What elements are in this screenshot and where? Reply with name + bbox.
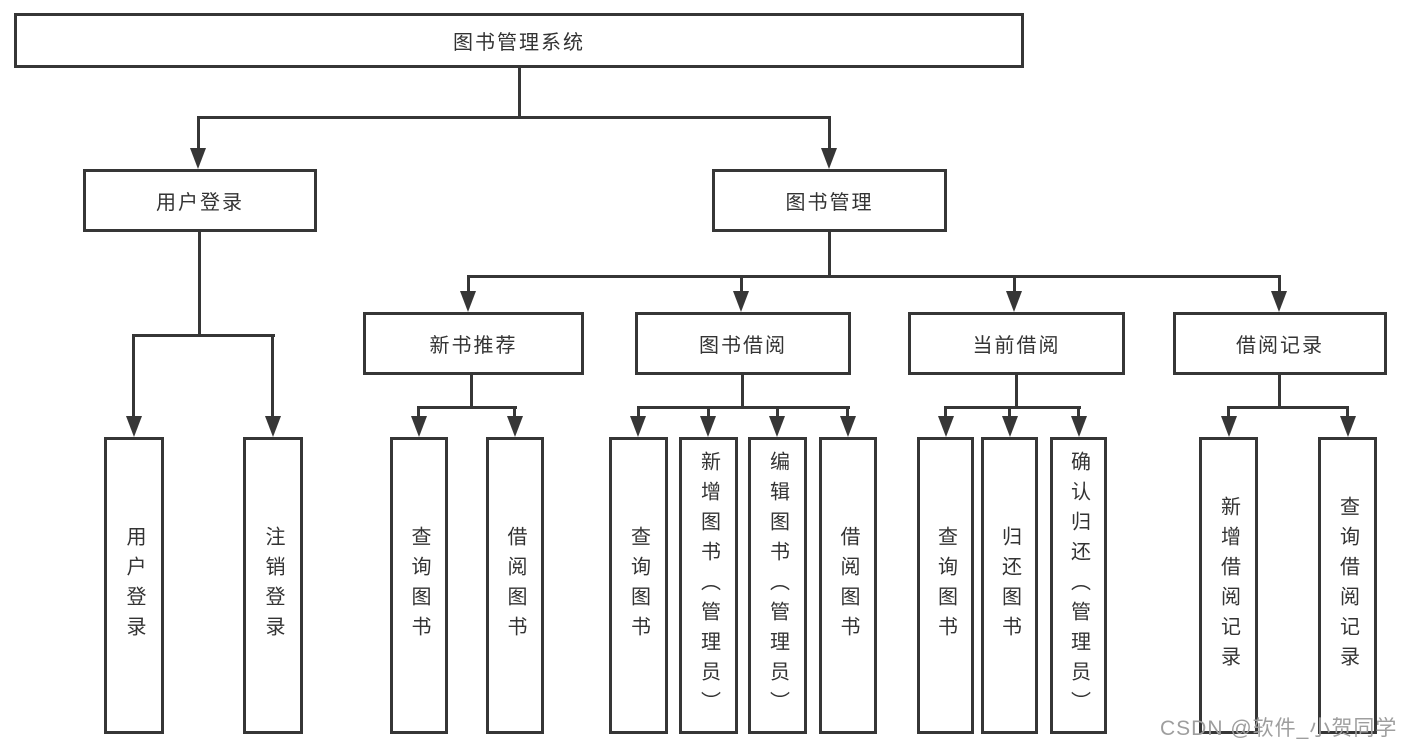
edge-drop-br-add [1227,406,1230,419]
edge-drop-current-borrow [1013,275,1016,295]
node-borrow-records: 借阅记录 [1173,312,1387,375]
node-book-management: 图书管理 [712,169,947,232]
leaf-cb-confirm-return-admin: 确认归还（管理员） [1050,437,1107,734]
arrow-down-icon [507,416,523,437]
arrow-down-icon [126,416,142,437]
edge-drop-leaf-login [132,334,135,418]
arrow-down-icon [1006,291,1022,312]
arrow-down-icon [265,416,281,437]
edge-drop-bb-edit [776,406,779,419]
node-book-borrowing: 图书借阅 [635,312,851,375]
leaf-bb-borrow-books: 借阅图书 [819,437,877,734]
edge-drop-book-borrow [740,275,743,295]
edge-drop-new-book-rec [467,275,470,295]
arrow-down-icon [769,416,785,437]
leaf-br-query-record: 查询借阅记录 [1318,437,1377,734]
edge-level1-hbar [197,116,831,119]
edge-root-stub [518,68,521,118]
arrow-down-icon [1340,416,1356,437]
edge-drop-bb-borrow [846,406,849,419]
leaf-bb-add-books-admin: 新增图书（管理员） [679,437,738,734]
edge-group5-hbar [1227,406,1349,409]
arrow-down-icon [1071,416,1087,437]
edge-group4-hbar [944,406,1081,409]
node-user-login: 用户登录 [83,169,317,232]
node-root: 图书管理系统 [14,13,1024,68]
arrow-down-icon [190,148,206,169]
edge-drop-bb-query [637,406,640,419]
node-current-borrowing: 当前借阅 [908,312,1125,375]
edge-book-borrow-stub [741,375,744,408]
leaf-user-login: 用户登录 [104,437,164,734]
arrow-down-icon [1002,416,1018,437]
arrow-down-icon [630,416,646,437]
edge-drop-nbr-borrow [513,406,516,419]
edge-drop-cb-query [944,406,947,419]
leaf-cb-query-books: 查询图书 [917,437,974,734]
arrow-down-icon [460,291,476,312]
edge-drop-cb-confirm [1077,406,1080,419]
edge-borrow-records-stub [1278,375,1281,408]
arrow-down-icon [733,291,749,312]
edge-drop-bb-add [707,406,710,419]
edge-drop-nbr-query [417,406,420,419]
leaf-bb-edit-books-admin: 编辑图书（管理员） [748,437,807,734]
arrow-down-icon [821,148,837,169]
edge-drop-user-login [197,116,200,151]
edge-drop-br-query [1346,406,1349,419]
edge-group1-hbar [132,334,275,337]
arrow-down-icon [1271,291,1287,312]
node-new-book-recommend: 新书推荐 [363,312,584,375]
edge-new-book-rec-stub [470,375,473,408]
arrow-down-icon [840,416,856,437]
csdn-watermark: CSDN @软件_小贺同学 [1160,717,1398,740]
arrow-down-icon [700,416,716,437]
leaf-logout: 注销登录 [243,437,303,734]
edge-book-mgmt-stub [828,232,831,277]
edge-level2-hbar [467,275,1281,278]
edge-group3-hbar [637,406,850,409]
edge-user-login-stub [198,232,201,336]
leaf-nbr-borrow-books: 借阅图书 [486,437,544,734]
edge-current-borrow-stub [1015,375,1018,408]
edge-drop-borrow-records [1278,275,1281,295]
arrow-down-icon [411,416,427,437]
edge-drop-leaf-logout [271,334,274,418]
leaf-nbr-query-books: 查询图书 [390,437,448,734]
leaf-cb-return-books: 归还图书 [981,437,1038,734]
leaf-br-add-record: 新增借阅记录 [1199,437,1258,734]
edge-drop-cb-return [1008,406,1011,419]
arrow-down-icon [938,416,954,437]
leaf-bb-query-books: 查询图书 [609,437,668,734]
arrow-down-icon [1221,416,1237,437]
edge-group2-hbar [417,406,517,409]
edge-drop-book-mgmt [828,116,831,151]
